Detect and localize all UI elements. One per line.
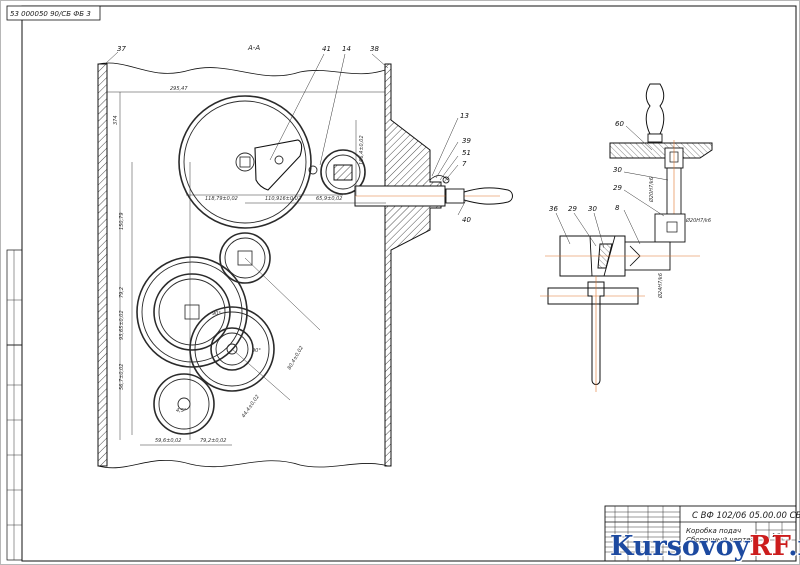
callout-60: 60 <box>615 120 624 128</box>
fit-shaft: Ø20H7/k6 <box>648 177 655 203</box>
callout-7: 7 <box>462 160 467 168</box>
dim-vert-3: 150,79 <box>119 213 125 231</box>
dim-angle-3: 4,5° <box>176 408 187 414</box>
detail-view: Ø20H7/k6 Ø20H7/k6 Ø24H7/k6 60 30 29 8 36… <box>540 83 713 392</box>
callout-30a: 30 <box>613 166 622 174</box>
callout-37: 37 <box>117 45 126 53</box>
callout-40: 40 <box>462 216 471 224</box>
dim-diag-1: 44,4±0,02 <box>241 394 261 419</box>
callout-38: 38 <box>370 45 379 53</box>
dim-angle-2: 90° <box>252 348 261 354</box>
main-section-view: А-А <box>97 44 513 469</box>
watermark-logo: KursovoyRF.ru <box>610 531 800 562</box>
callout-29a: 29 <box>613 184 622 192</box>
callout-41: 41 <box>322 45 331 53</box>
dim-bottom-1: 59,6±0,02 <box>155 438 181 444</box>
dim-vert-6: 56,7±0,02 <box>119 364 125 390</box>
dim-vert-5: 93,65±0,02 <box>119 310 125 340</box>
titleblock-name-1: Коробка подач <box>686 527 741 535</box>
fit-3: Ø24H7/k6 <box>657 273 664 299</box>
fit-2: Ø20H7/k6 <box>685 217 711 224</box>
watermark-part-1: Kursovoy <box>610 531 750 562</box>
dim-dist-1: 118,79±0,02 <box>205 196 238 202</box>
section-label: А-А <box>247 44 260 52</box>
dim-vert-2: 166,4±0,02 <box>359 135 365 165</box>
dim-dist-2: 110,916±0,02 <box>265 196 301 202</box>
watermark-part-2: RF <box>749 531 789 562</box>
titleblock-sheet: 1:2 <box>772 533 780 539</box>
callout-8: 8 <box>615 204 620 212</box>
title-block: С ВФ 102/06 05.00.00 СБ Коробка подач Сб… <box>604 505 800 562</box>
stamp-code: 53 000050 90/СБ ФБ 3 <box>10 10 91 18</box>
callout-39: 39 <box>462 137 471 145</box>
watermark-part-3: .ru <box>788 531 800 562</box>
inner-frame <box>21 5 797 562</box>
dim-left-vert: 374 <box>113 115 119 125</box>
side-margin <box>6 249 23 561</box>
callout-51: 51 <box>462 149 471 157</box>
dim-diag-2: 80,4±0,02 <box>287 345 305 371</box>
dim-vert-4: 79,2 <box>119 287 125 298</box>
dim-bottom-2: 79,2±0,02 <box>200 438 226 444</box>
callout-36: 36 <box>549 205 558 213</box>
callout-14: 14 <box>342 45 351 53</box>
dim-angle-1: 90° <box>212 311 221 317</box>
dim-dist-3: 65,9±0,02 <box>316 196 342 202</box>
titleblock-name-2: Сборочный чертеж <box>686 536 757 544</box>
callout-30b: 30 <box>588 205 597 213</box>
titleblock-designation: С ВФ 102/06 05.00.00 СБ <box>692 511 800 521</box>
callout-13: 13 <box>460 112 469 120</box>
dim-total: 295,47 <box>170 86 188 92</box>
stamp-box: 53 000050 90/СБ ФБ 3 <box>6 5 101 21</box>
callout-29b: 29 <box>568 205 577 213</box>
